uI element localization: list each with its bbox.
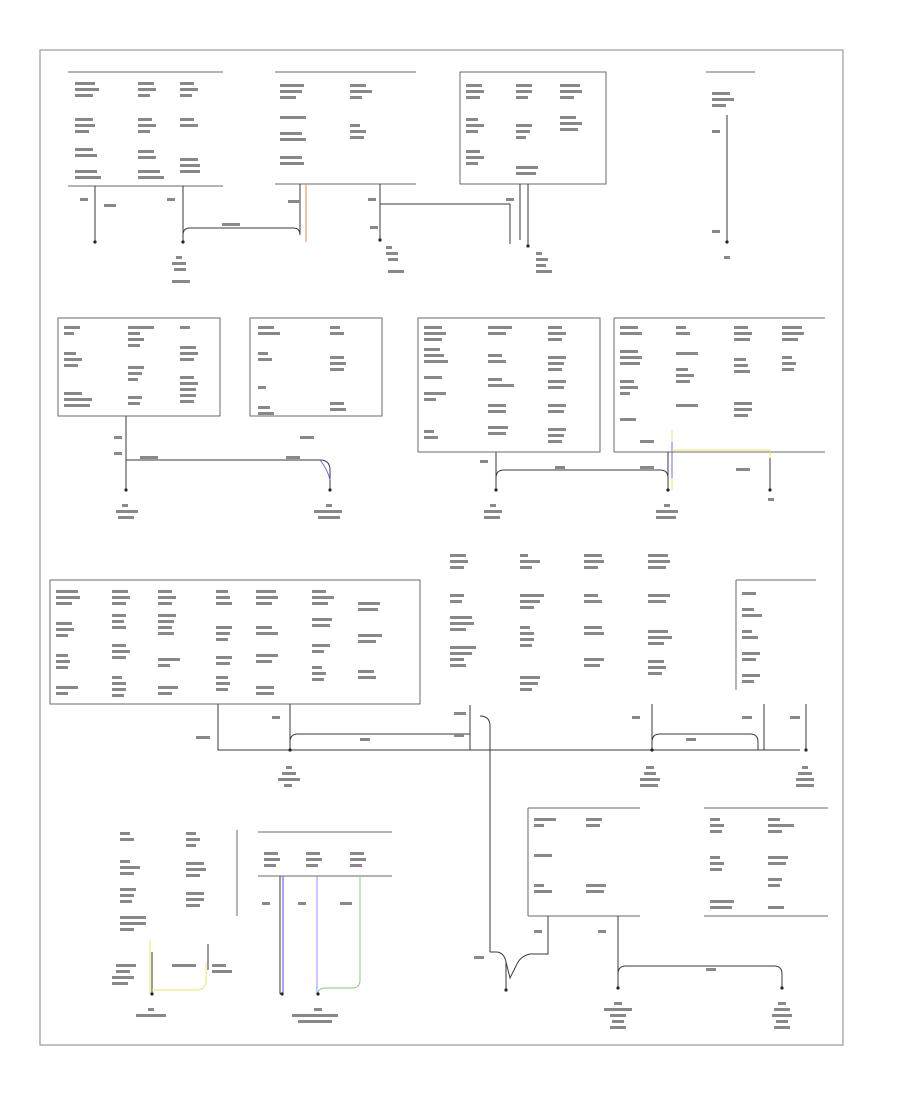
component-group-12 (112, 830, 238, 1017)
component-group-2 (182, 71, 511, 273)
component-group-3 (459, 71, 607, 273)
component-group-6 (249, 317, 383, 417)
component-group-10 (450, 554, 759, 952)
component-group-1 (68, 71, 223, 283)
diagram-frame (39, 49, 844, 1046)
component-group-11 (735, 579, 816, 787)
component-group-14 (474, 807, 783, 1029)
component-group-7 (417, 317, 669, 519)
component-group-13 (258, 831, 392, 1023)
component-group-8 (613, 317, 825, 519)
component-group-4 (706, 71, 755, 259)
component-group-15 (704, 807, 828, 1029)
component-group-5 (57, 317, 342, 519)
component-group-9 (49, 579, 800, 787)
